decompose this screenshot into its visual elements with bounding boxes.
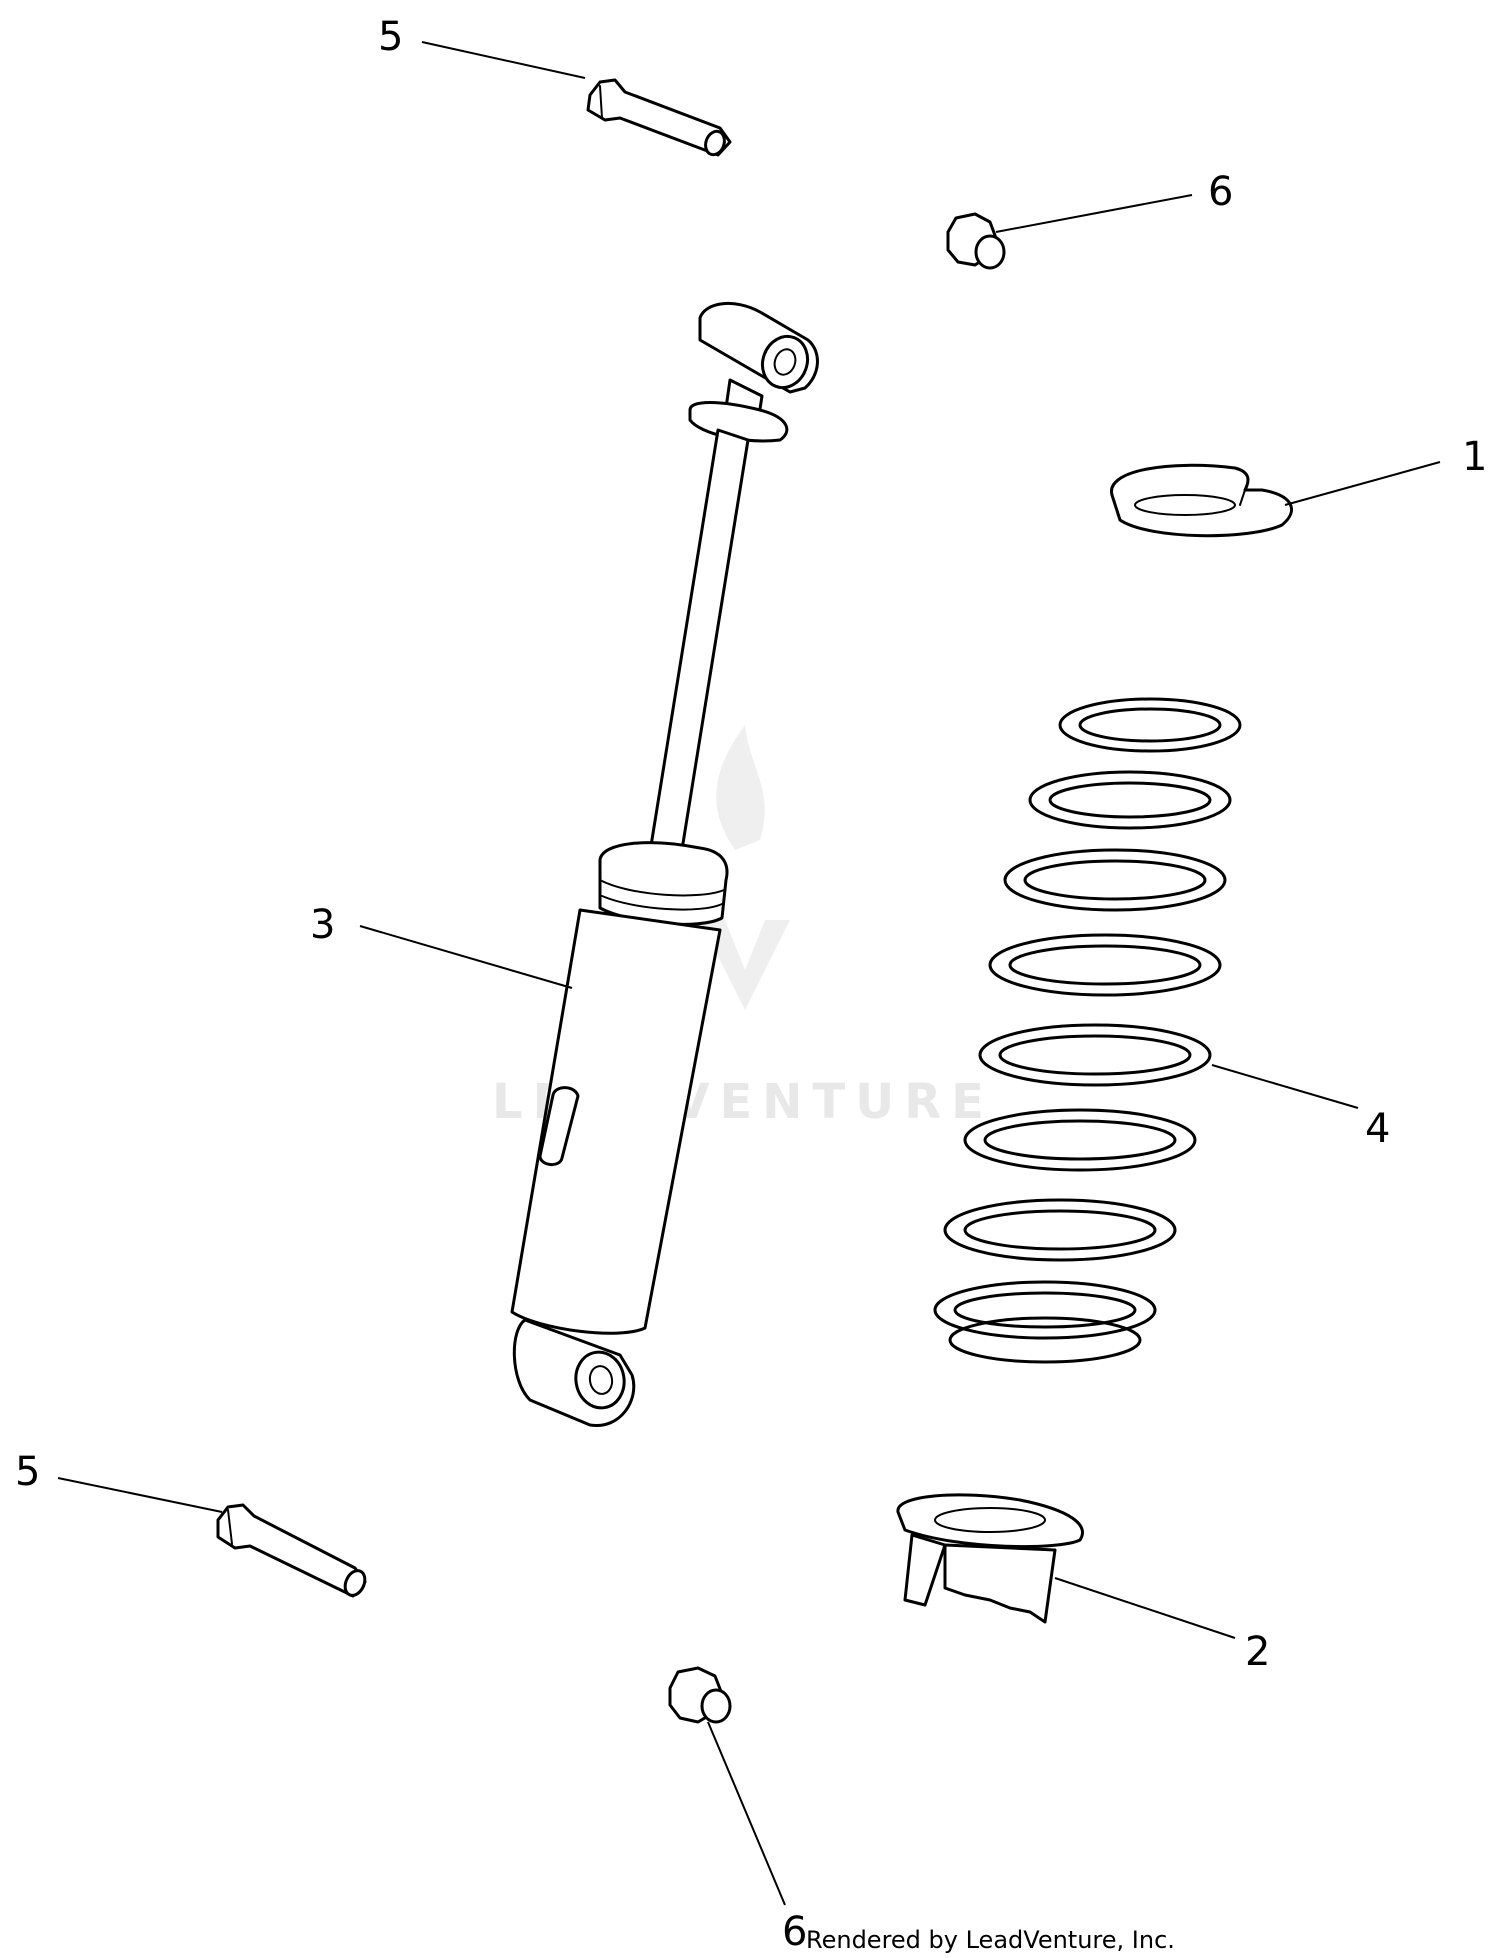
callout-5a: 5	[378, 14, 403, 60]
leader-5b	[57, 1477, 223, 1513]
callout-labels: 1 2 3 4 5 5 6 6	[15, 14, 1487, 1955]
render-credit: Rendered by LeadVenture, Inc.	[806, 1926, 1175, 1954]
leader-6a	[995, 194, 1193, 233]
callout-6b: 6	[782, 1909, 807, 1955]
leader-lines	[57, 41, 1441, 1906]
leader-3	[359, 925, 573, 989]
spring-retainer-lower	[896, 1493, 1084, 1624]
callout-1: 1	[1462, 434, 1487, 480]
spring-retainer-upper	[1110, 463, 1293, 538]
nut-upper	[946, 212, 1006, 270]
bolt-lower	[216, 1503, 367, 1598]
callout-5b: 5	[15, 1449, 40, 1495]
callout-2: 2	[1245, 1629, 1270, 1675]
callout-3: 3	[310, 902, 335, 948]
shock-absorber	[510, 301, 819, 1427]
leader-5a	[421, 41, 586, 79]
leader-6b	[707, 1721, 786, 1906]
leader-4	[1211, 1064, 1359, 1109]
leader-2	[1054, 1577, 1236, 1639]
nut-lower	[668, 1666, 732, 1724]
leader-1	[1284, 461, 1441, 506]
coil-spring	[933, 697, 1242, 1364]
callout-4: 4	[1365, 1106, 1390, 1152]
callout-6a: 6	[1208, 169, 1233, 215]
bolt-upper	[586, 78, 732, 157]
